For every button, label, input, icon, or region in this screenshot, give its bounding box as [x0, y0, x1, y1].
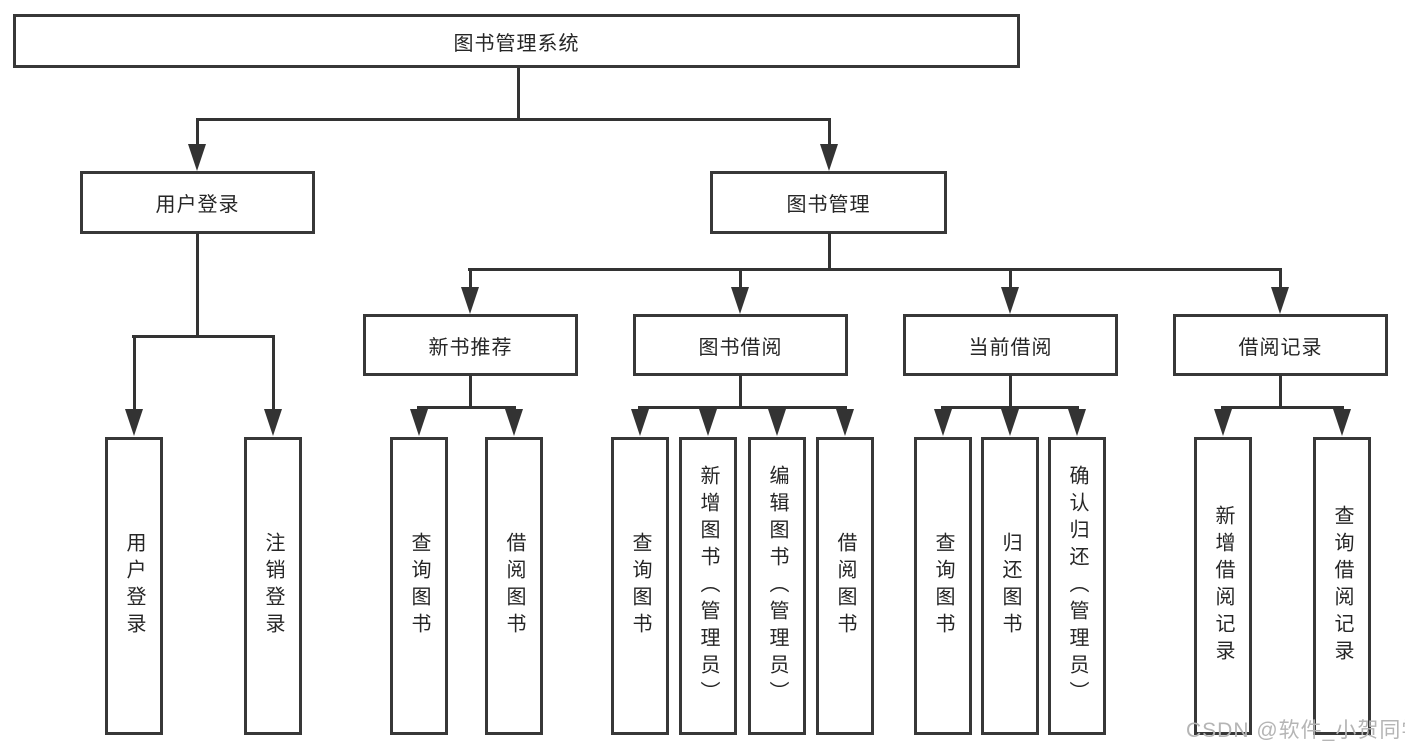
- arrow-down-icon: [125, 409, 143, 436]
- leaf-current-query-books: 查询图书: [914, 437, 972, 735]
- leaf-current-query-books-label: 查询图书: [932, 532, 954, 640]
- arrow-down-icon: [731, 287, 749, 314]
- node-book-borrow-label: 图书借阅: [698, 336, 783, 359]
- arrow-down-icon: [505, 409, 523, 436]
- leaf-recommend-borrow-books: 借阅图书: [485, 437, 543, 735]
- connector-level2-split: [196, 118, 830, 121]
- arrow-down-icon: [1333, 409, 1351, 436]
- node-new-book-recommend: 新书推荐: [363, 314, 578, 376]
- connector-drop-borrow-records: [1279, 268, 1282, 289]
- leaf-borrow-query-books-label: 查询图书: [629, 532, 651, 640]
- leaf-borrow-borrow-books: 借阅图书: [816, 437, 874, 735]
- arrow-down-icon: [768, 409, 786, 436]
- arrow-down-icon: [461, 287, 479, 314]
- leaf-records-query-record: 查询借阅记录: [1313, 437, 1371, 735]
- leaf-logout-login: 注销登录: [244, 437, 302, 735]
- leaf-user-login-label: 用户登录: [123, 532, 145, 640]
- connector-drop-user-login: [196, 118, 199, 146]
- node-borrow-records-label: 借阅记录: [1238, 336, 1323, 359]
- csdn-watermark: CSDN @软件_小贺同学: [1186, 719, 1405, 742]
- arrow-down-icon: [1271, 287, 1289, 314]
- leaf-logout-login-label: 注销登录: [262, 532, 284, 640]
- connector-drop-book-management: [828, 118, 831, 146]
- arrow-down-icon: [1001, 287, 1019, 314]
- leaf-current-return-books: 归还图书: [981, 437, 1039, 735]
- node-book-management: 图书管理: [710, 171, 947, 234]
- connector-drop-leaf-user-login: [133, 335, 136, 411]
- connector-root-stem: [517, 68, 520, 120]
- leaf-current-return-books-label: 归还图书: [999, 532, 1021, 640]
- node-book-management-label: 图书管理: [786, 194, 871, 216]
- arrow-down-icon: [1068, 409, 1086, 436]
- leaf-records-query-record-label: 查询借阅记录: [1331, 505, 1353, 667]
- leaf-borrow-query-books: 查询图书: [611, 437, 669, 735]
- connector-user-login-stem: [196, 233, 199, 337]
- connector-book-borrow-split: [638, 406, 847, 409]
- connector-borrow-records-split: [1221, 406, 1344, 409]
- connector-recommend-stem: [469, 375, 472, 408]
- node-new-book-recommend-label: 新书推荐: [428, 336, 513, 359]
- connector-borrow-records-stem: [1279, 375, 1282, 408]
- arrow-down-icon: [631, 409, 649, 436]
- connector-recommend-split: [417, 406, 516, 409]
- node-user-login: 用户登录: [80, 171, 315, 234]
- arrow-down-icon: [188, 144, 206, 171]
- arrow-down-icon: [1214, 409, 1232, 436]
- node-book-borrow: 图书借阅: [633, 314, 848, 376]
- arrow-down-icon: [410, 409, 428, 436]
- arrow-down-icon: [836, 409, 854, 436]
- node-borrow-records: 借阅记录: [1173, 314, 1388, 376]
- connector-user-login-split: [132, 335, 275, 338]
- leaf-borrow-edit-books: 编辑图书（管理员）: [748, 437, 806, 735]
- leaf-current-confirm-return: 确认归还（管理员）: [1048, 437, 1106, 735]
- connector-book-management-stem: [828, 233, 831, 270]
- node-current-borrow: 当前借阅: [903, 314, 1118, 376]
- leaf-borrow-borrow-books-label: 借阅图书: [834, 532, 856, 640]
- node-current-borrow-label: 当前借阅: [968, 336, 1053, 359]
- connector-level3-split: [468, 268, 1282, 271]
- leaf-borrow-add-books: 新增图书（管理员）: [679, 437, 737, 735]
- node-user-login-label: 用户登录: [155, 194, 240, 216]
- arrow-down-icon: [1001, 409, 1019, 436]
- arrow-down-icon: [264, 409, 282, 436]
- node-root: 图书管理系统: [13, 14, 1020, 68]
- connector-drop-leaf-logout: [272, 335, 275, 411]
- arrow-down-icon: [699, 409, 717, 436]
- node-root-label: 图书管理系统: [453, 32, 580, 55]
- arrow-down-icon: [820, 144, 838, 171]
- arrow-down-icon: [934, 409, 952, 436]
- leaf-borrow-edit-books-label: 编辑图书（管理员）: [766, 464, 788, 708]
- connector-drop-book-borrow: [739, 268, 742, 289]
- connector-drop-current-borrow: [1009, 268, 1012, 289]
- leaf-borrow-add-books-label: 新增图书（管理员）: [697, 464, 719, 708]
- leaf-recommend-borrow-books-label: 借阅图书: [503, 532, 525, 640]
- leaf-recommend-query-books: 查询图书: [390, 437, 448, 735]
- connector-current-borrow-stem: [1009, 375, 1012, 408]
- leaf-user-login: 用户登录: [105, 437, 163, 735]
- leaf-current-confirm-return-label: 确认归还（管理员）: [1066, 464, 1088, 708]
- connector-drop-new-book-recommend: [469, 268, 472, 289]
- leaf-records-add-record-label: 新增借阅记录: [1212, 505, 1234, 667]
- connector-book-borrow-stem: [739, 375, 742, 408]
- leaf-recommend-query-books-label: 查询图书: [408, 532, 430, 640]
- leaf-records-add-record: 新增借阅记录: [1194, 437, 1252, 735]
